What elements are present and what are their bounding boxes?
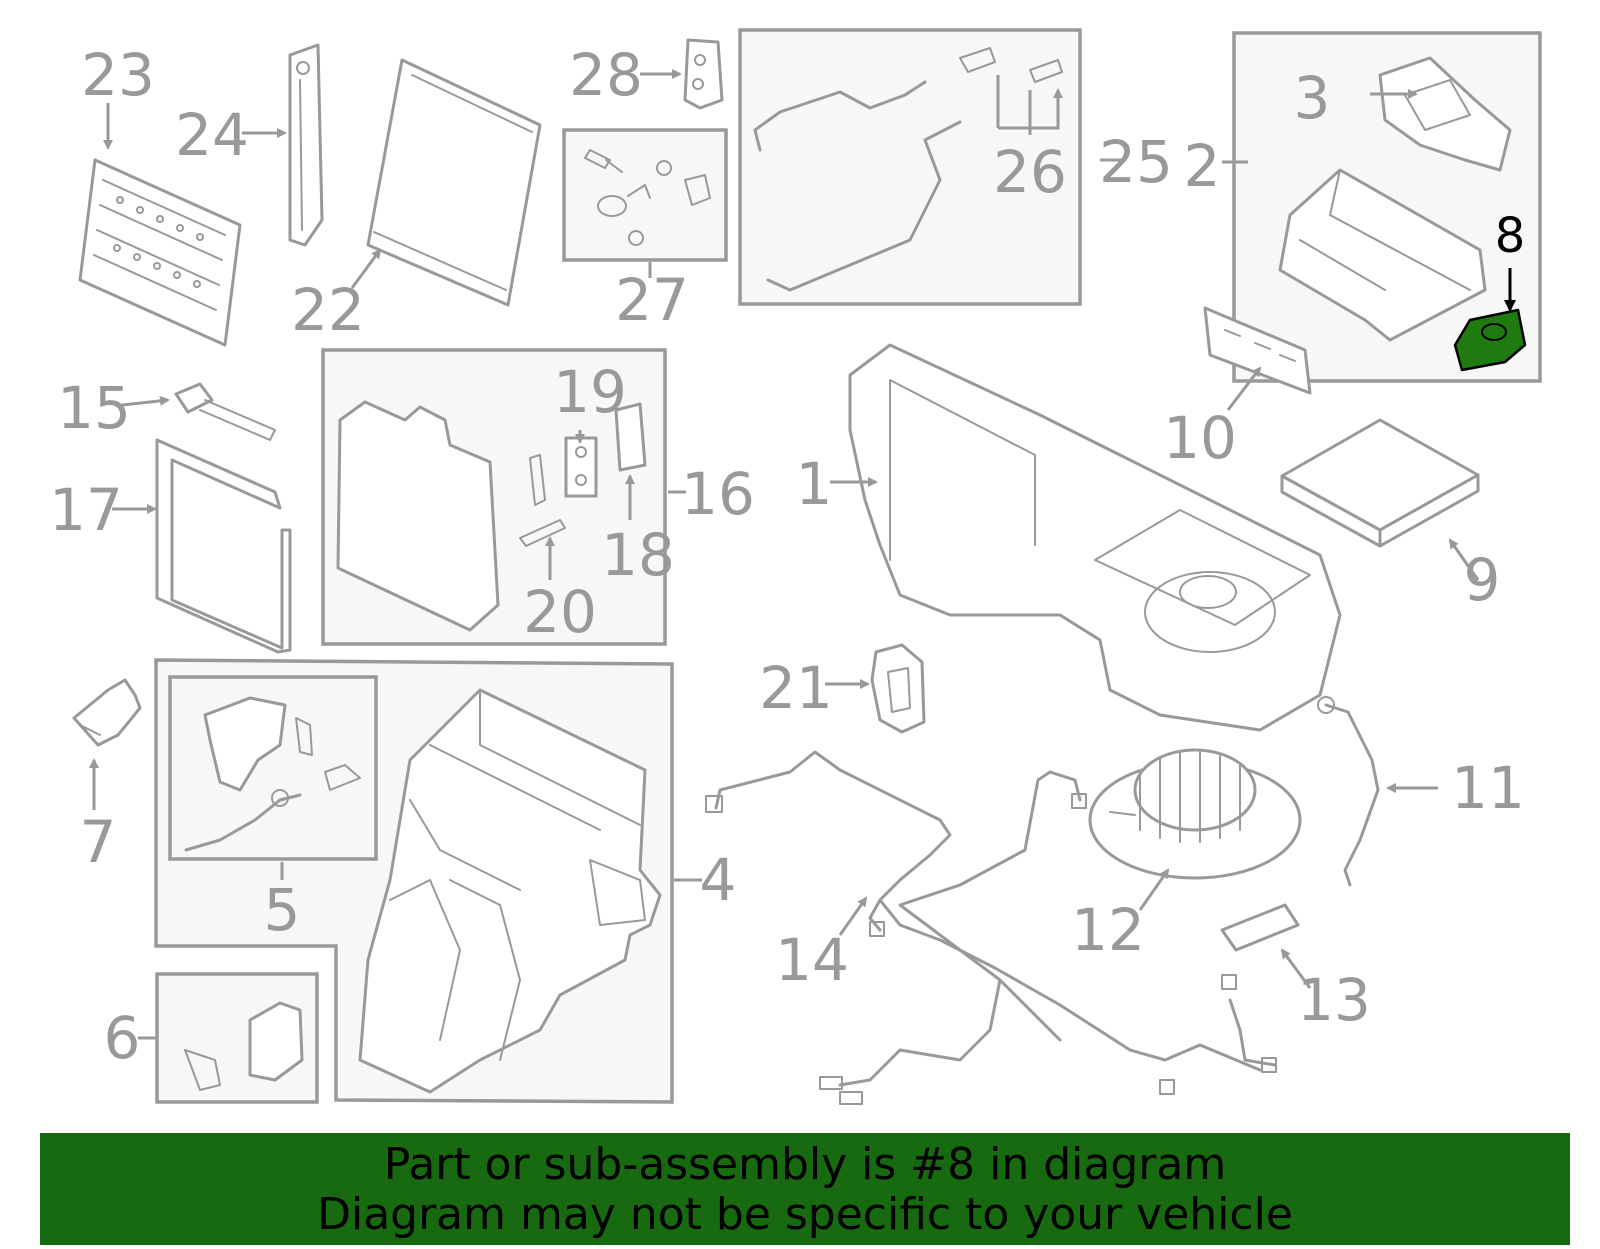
box-group-27 [562, 128, 728, 262]
part-5-actuator-kit [184, 696, 361, 852]
callout-14: 14 [775, 926, 849, 994]
callout-13: 13 [1297, 966, 1371, 1034]
part-21-grommet [870, 643, 926, 734]
part-9-cabin-filter [1280, 418, 1480, 548]
callout-7: 7 [80, 808, 117, 876]
callout-6: 6 [104, 1004, 141, 1072]
callout-5: 5 [264, 876, 301, 944]
part-15-sensor [174, 382, 276, 441]
callout-12: 12 [1071, 896, 1145, 964]
callout-17: 17 [49, 476, 123, 544]
leader-lines [89, 69, 1480, 1040]
callout-24: 24 [175, 101, 249, 169]
part-6-actuator [184, 1001, 304, 1091]
callout-20: 20 [523, 578, 597, 646]
callout-22: 22 [291, 276, 365, 344]
part-10-trim [1203, 306, 1312, 395]
callout-9: 9 [1464, 546, 1501, 614]
callout-26: 26 [993, 138, 1067, 206]
callout-10: 10 [1163, 404, 1237, 472]
part-2-housing [1278, 168, 1487, 342]
callout-21: 21 [759, 654, 833, 722]
part-12-blower-motor [1088, 748, 1302, 880]
banner-line-2: Diagram may not be specific to your vehi… [317, 1189, 1293, 1240]
part-3-seal [1378, 56, 1512, 172]
callout-2: 2 [1184, 132, 1221, 200]
callout-27: 27 [615, 266, 689, 334]
callout-11: 11 [1451, 754, 1525, 822]
callout-18: 18 [601, 521, 675, 589]
banner-line-1: Part or sub-assembly is #8 in diagram [383, 1139, 1227, 1190]
part-23-heater-core [78, 158, 242, 347]
info-banner: Part or sub-assembly is #8 in diagram Di… [40, 1133, 1570, 1245]
box-group-25 [738, 28, 1082, 306]
part-25-ac-lines [753, 47, 1063, 292]
callout-19: 19 [553, 358, 627, 426]
part-22-evaporator [366, 58, 542, 307]
part-7-actuator [72, 678, 142, 747]
callout-8-highlighted: 8 [1495, 208, 1526, 264]
callout-3: 3 [1294, 64, 1331, 132]
part-16-evaporator-assembly [336, 400, 647, 632]
callout-15: 15 [57, 374, 131, 442]
part-14-wiring-harness [705, 750, 1277, 1105]
callout-numbers: 23 24 22 28 27 26 25 2 3 8 10 9 1 15 17 … [49, 41, 1525, 1072]
callout-25: 25 [1099, 128, 1173, 196]
callout-1: 1 [796, 450, 833, 518]
callout-28: 28 [569, 41, 643, 109]
part-17-seal-frame [155, 438, 292, 654]
part-4-hvac-unit [358, 688, 662, 1094]
part-11-drain-hose [1317, 696, 1380, 887]
part-28-valve [683, 38, 724, 110]
part-8-actuator-highlighted[interactable] [1453, 308, 1527, 372]
callout-23: 23 [81, 41, 155, 109]
part-13-resistor [1220, 903, 1300, 952]
callout-16: 16 [681, 460, 755, 528]
part-27-fittings [584, 149, 711, 246]
part-24-bracket [288, 43, 324, 247]
part-1-hvac-housing [848, 343, 1342, 732]
callout-4: 4 [700, 846, 737, 914]
